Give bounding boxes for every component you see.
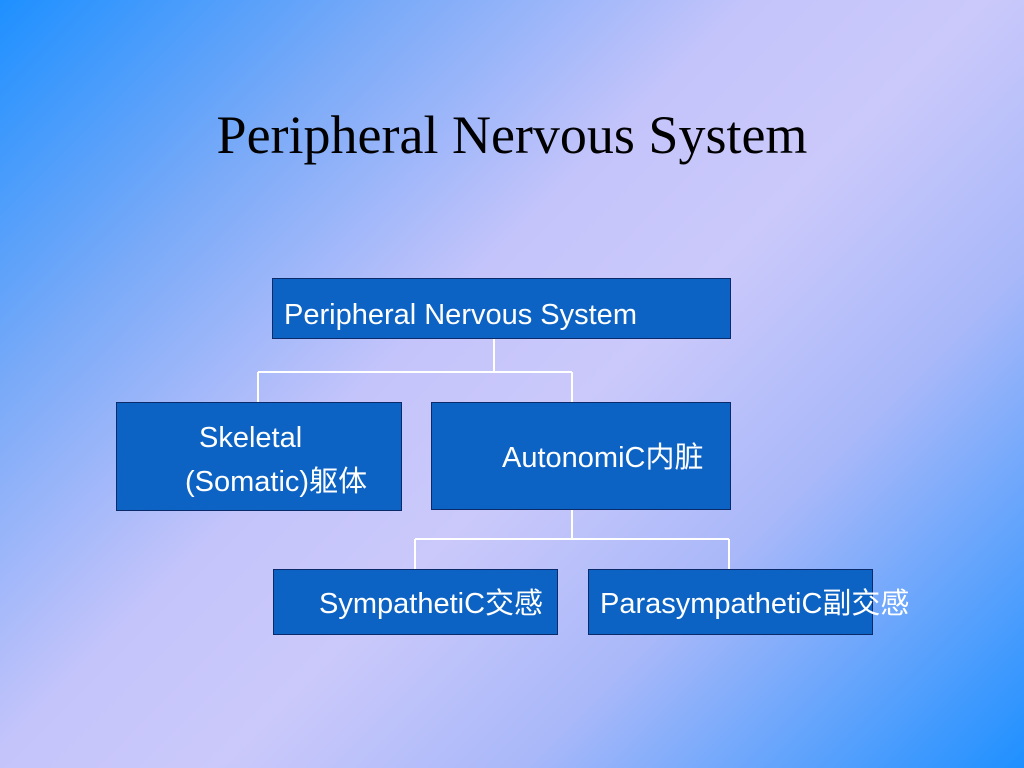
node-peripheral-nervous-system: Peripheral Nervous System	[272, 278, 731, 339]
slide-title: Peripheral Nervous System	[216, 105, 808, 165]
node-label: AutonomiC内脏	[502, 442, 704, 474]
node-label-line2: (Somatic)躯体	[185, 466, 368, 498]
node-parasympathetic: ParasympathetiC副交感	[588, 569, 909, 635]
node-sympathetic: SympathetiC交感	[273, 569, 558, 635]
node-somatic: Skeletal (Somatic)躯体	[116, 402, 402, 511]
node-label-line1: Skeletal	[199, 422, 303, 454]
node-label: ParasympathetiC副交感	[600, 588, 910, 620]
node-label: Peripheral Nervous System	[284, 299, 637, 331]
node-label: SympathetiC交感	[319, 588, 544, 620]
node-autonomic: AutonomiC内脏	[431, 402, 731, 510]
